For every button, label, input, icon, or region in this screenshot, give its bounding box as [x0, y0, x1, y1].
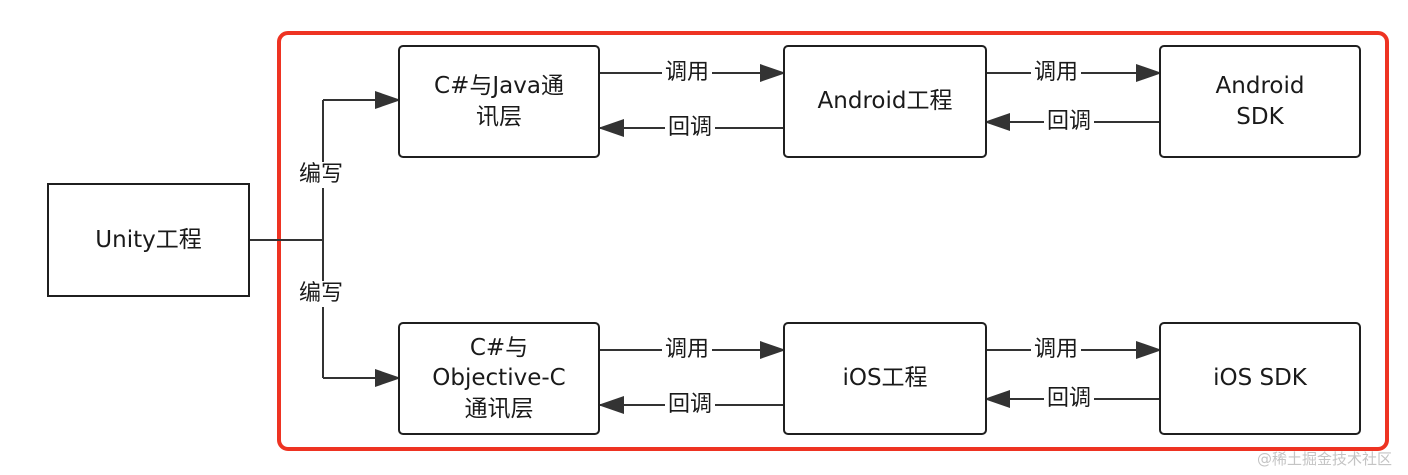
write-label-top: 编写 [296, 162, 347, 188]
android-project-node: Android工程 [783, 45, 987, 158]
callback-label-3: 回调 [665, 392, 716, 418]
watermark: @稀土掘金技术社区 [1256, 450, 1392, 468]
callback-label-2: 回调 [1044, 109, 1095, 135]
android-project-label: Android工程 [817, 88, 953, 115]
ios-sdk-node: iOS SDK [1159, 322, 1361, 435]
ios-sdk-label: iOS SDK [1213, 365, 1307, 392]
ios-project-node: iOS工程 [783, 322, 987, 435]
cs-java-bridge-node: C#与Java通讯层 [398, 45, 600, 158]
callback-label-4: 回调 [1044, 386, 1095, 412]
call-label-3: 调用 [662, 337, 713, 363]
unity-project-label: Unity工程 [95, 226, 202, 253]
call-label-2: 调用 [1031, 60, 1082, 86]
callback-label-1: 回调 [665, 115, 716, 141]
ios-project-label: iOS工程 [842, 365, 928, 392]
cs-java-bridge-label: C#与Java通讯层 [434, 73, 564, 130]
unity-project-node: Unity工程 [47, 183, 250, 297]
call-label-1: 调用 [662, 60, 713, 86]
write-label-bottom: 编写 [296, 281, 347, 307]
call-label-4: 调用 [1031, 337, 1082, 363]
